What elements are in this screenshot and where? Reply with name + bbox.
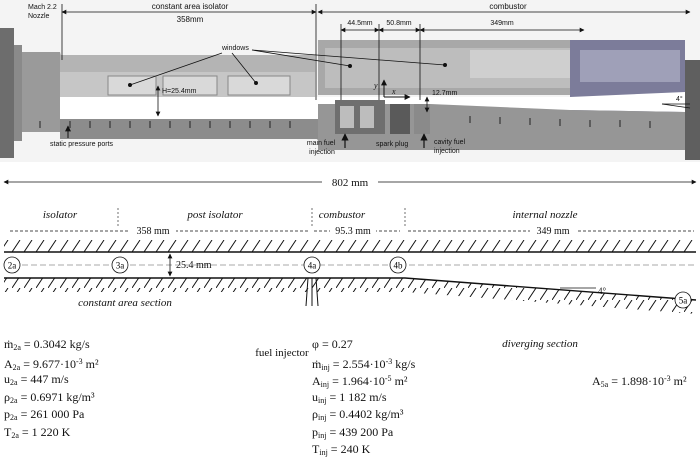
combustor-title: combustor <box>489 2 527 11</box>
flow-channel <box>60 97 320 119</box>
height-label: H=25.4mm <box>162 88 197 95</box>
inlet-condition-row: u2a = 447 m/s <box>4 372 69 387</box>
static-ports-label: static pressure ports <box>50 141 114 148</box>
window-3 <box>227 75 291 96</box>
nozzle-label: Mach 2.2 Nozzle <box>28 4 59 20</box>
isolator-length: 358mm <box>177 15 204 24</box>
dim-349: 349mm <box>490 20 514 27</box>
diverging-label: diverging section <box>502 338 578 350</box>
station-markers: 2a 3a 4a 4b 5a <box>3 256 692 309</box>
axis-y-label: y <box>373 81 378 90</box>
spark-plug-label: spark plug <box>376 141 408 148</box>
upper-wall <box>4 240 696 252</box>
station-label-4a: 4a <box>308 261 317 271</box>
station-label-5a: 5a <box>679 296 688 306</box>
height-dim: 25.4 mm <box>176 260 212 271</box>
cavity-fuel-line2: injection <box>434 148 460 155</box>
scramjet-figure: Mach 2.2 Nozzle constant area isolator 3… <box>0 0 700 359</box>
schematic-angle: 4° <box>598 286 607 296</box>
cavity-fuel-label: cavity fuel injection <box>434 139 467 155</box>
cavity-depth-label: 12.7mm <box>432 90 457 97</box>
cavity-fuel-line1: cavity fuel <box>434 139 466 146</box>
station-label-2a: 2a <box>8 261 17 271</box>
section-internal-nozzle: internal nozzle <box>512 209 577 221</box>
injection-condition-row: ṁinj = 2.554·10-3 kg/s <box>312 356 416 372</box>
window-2 <box>162 75 218 96</box>
injection-condition-row: ρinj = 0.4402 kg/m³ <box>312 407 404 422</box>
exit-area-row: A5a = 1.898·10-3 m² <box>592 374 687 389</box>
spark-plug-body <box>390 104 410 134</box>
injection-condition-row: φ = 0.27 <box>312 337 353 351</box>
section-combustor: combustor <box>319 209 366 221</box>
main-fuel-line2: injection <box>309 149 335 156</box>
station-circle-4b <box>389 256 407 274</box>
schematic: isolator post isolator combustor interna… <box>3 208 697 359</box>
section-post-isolator: post isolator <box>186 209 243 221</box>
station-circle-4a <box>303 256 321 274</box>
fuel-injector-glyph <box>305 277 319 307</box>
len-nozzle: 349 mm <box>536 226 569 237</box>
isolator-title: constant area isolator <box>152 2 229 11</box>
fuel-injector-label: fuel injector <box>255 347 309 359</box>
axis-x-label: x <box>391 87 396 96</box>
len-isolator: 358 mm <box>136 226 169 237</box>
main-fuel-label: main fuel injection <box>307 140 337 156</box>
constant-area-label: constant area section <box>78 297 172 309</box>
dim-44-5: 44.5mm <box>347 20 372 27</box>
station-circle-3a <box>111 256 129 274</box>
windows-label: windows <box>221 45 249 52</box>
inlet-condition-row: A2a = 9.677·10-3 m² <box>4 356 99 372</box>
section-isolator: isolator <box>43 209 78 221</box>
overall-length-label: 802 mm <box>332 177 369 189</box>
nozzle-flange <box>0 28 14 158</box>
station-circle-5a <box>674 291 692 309</box>
nozzle-label-line1: Mach 2.2 <box>28 4 57 11</box>
main-fuel-line1: main fuel <box>307 140 336 147</box>
dim-50-8: 50.8mm <box>386 20 411 27</box>
cad-rendering: Mach 2.2 Nozzle constant area isolator 3… <box>0 0 700 162</box>
inlet-condition-row: ρ2a = 0.6971 kg/m³ <box>4 389 95 405</box>
inlet-condition-row: p2a = 261 000 Pa <box>4 407 85 422</box>
photo-angle-label: 4° <box>676 95 683 103</box>
injection-condition-row: uinj = 1 182 m/s <box>312 389 387 405</box>
station-label-3a: 3a <box>116 261 125 271</box>
inlet-condition-row: ṁ2a = 0.3042 kg/s <box>4 337 90 352</box>
station-label-4b: 4b <box>394 261 404 271</box>
station-circle-2a <box>3 256 21 274</box>
injection-condition-row: pinj = 439 200 Pa <box>312 424 394 440</box>
nozzle-label-line2: Nozzle <box>28 13 50 20</box>
overall-dimension: 802 mm <box>3 175 697 189</box>
mach-nozzle <box>22 52 65 132</box>
injection-condition-row: Tinj = 240 K <box>312 442 371 457</box>
injection-condition-row: Ainj = 1.964·10-5 m² <box>312 374 408 389</box>
len-combustor: 95.3 mm <box>335 226 371 237</box>
window-1 <box>107 75 157 96</box>
inlet-condition-row: T2a = 1 220 K <box>4 424 71 440</box>
